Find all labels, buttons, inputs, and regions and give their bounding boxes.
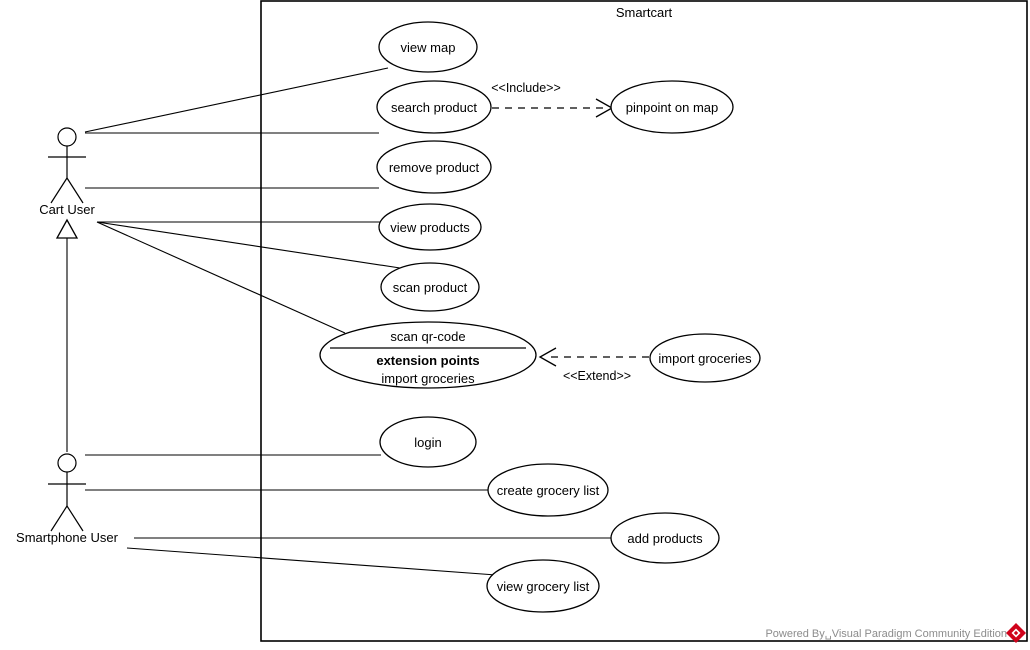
system-boundary-box: [260, 0, 1028, 642]
use-case-scan-qr-code[interactable]: scan qr-code extension points import gro…: [319, 321, 537, 389]
actor-label-smartphone-user: Smartphone User: [16, 530, 119, 545]
extension-points-heading: extension points: [376, 353, 479, 368]
use-case-ellipse: [649, 333, 761, 383]
use-case-import-groceries[interactable]: import groceries: [649, 333, 761, 383]
actor-leg-right: [66, 177, 84, 204]
logo-diamond-core: [1013, 630, 1019, 636]
use-case-ellipse: [486, 559, 600, 613]
association-lines: [84, 67, 611, 576]
use-case-label-view-map: view map: [401, 40, 456, 55]
use-case-label-import-groceries: import groceries: [658, 351, 752, 366]
use-case-label-scan-product: scan product: [393, 280, 468, 295]
use-case-add-products[interactable]: add products: [610, 512, 720, 564]
use-case-ellipse: [378, 21, 478, 73]
use-case-remove-product[interactable]: remove product: [376, 140, 492, 194]
actor-smartphone-user[interactable]: Smartphone User: [16, 453, 119, 545]
use-case-ellipse: [380, 262, 480, 312]
use-case-ellipse: [376, 140, 492, 194]
use-case-ellipse: [487, 463, 609, 517]
actor-cart-user[interactable]: Cart User: [39, 127, 95, 217]
association-smartphone-user-view-grocery-list: [126, 547, 497, 576]
use-case-pinpoint-on-map[interactable]: pinpoint on map: [610, 80, 734, 134]
extend-arrow-head-icon: [538, 347, 557, 367]
watermark: Powered By␣Visual Paradigm Community Edi…: [765, 623, 1026, 643]
use-case-ellipse: [610, 80, 734, 134]
association-cart-user-scan-product: [96, 221, 401, 269]
extend-relationship-import-groceries-scan-qr-code[interactable]: <<Extend>>: [538, 347, 649, 383]
actor-leg-left: [50, 505, 68, 532]
use-case-view-grocery-list[interactable]: view grocery list: [486, 559, 600, 613]
use-case-label-view-grocery-list: view grocery list: [497, 579, 590, 594]
use-case-scan-product[interactable]: scan product: [380, 262, 480, 312]
extend-stereotype-label: <<Extend>>: [563, 369, 631, 383]
system-boundary-title: Smartcart: [616, 5, 673, 20]
use-case-ellipse: [319, 321, 537, 389]
use-case-view-map[interactable]: view map: [378, 21, 478, 73]
use-case-ellipse: [610, 512, 720, 564]
generalization-smartphone-user-to-cart-user: [55, 218, 79, 452]
association-cart-user-view-map: [84, 67, 389, 133]
use-case-login[interactable]: login: [379, 416, 477, 468]
use-case-label-pinpoint-on-map: pinpoint on map: [626, 100, 719, 115]
actor-leg-right: [66, 505, 84, 532]
include-stereotype-label: <<Include>>: [491, 81, 561, 95]
include-relationship-search-product-pinpoint-on-map[interactable]: <<Include>>: [491, 81, 614, 118]
use-case-label-search-product: search product: [391, 100, 477, 115]
use-case-label-create-grocery-list: create grocery list: [497, 483, 600, 498]
watermark-text: Powered By␣Visual Paradigm Community Edi…: [765, 628, 1007, 640]
generalization-triangle-head: [55, 218, 79, 239]
use-case-label-remove-product: remove product: [389, 160, 480, 175]
use-case-search-product[interactable]: search product: [376, 80, 492, 134]
actor-head-icon: [57, 127, 77, 147]
extension-point-item: import groceries: [381, 371, 475, 386]
use-case-ellipse: [376, 80, 492, 134]
use-case-label-scan-qr-code: scan qr-code: [390, 329, 465, 344]
use-case-view-products[interactable]: view products: [378, 203, 482, 251]
use-case-label-login: login: [414, 435, 441, 450]
association-cart-user-scan-qr-code: [96, 221, 346, 334]
use-case-create-grocery-list[interactable]: create grocery list: [487, 463, 609, 517]
actor-head-icon: [57, 453, 77, 473]
actor-leg-left: [50, 177, 68, 204]
use-case-ellipse: [379, 416, 477, 468]
use-case-label-add-products: add products: [627, 531, 703, 546]
actor-label-cart-user: Cart User: [39, 202, 95, 217]
visual-paradigm-logo-icon: [1006, 623, 1026, 643]
use-case-ellipse: [378, 203, 482, 251]
use-case-label-view-products: view products: [390, 220, 470, 235]
use-case-shapes: view map search product pinpoint on map …: [319, 21, 761, 613]
